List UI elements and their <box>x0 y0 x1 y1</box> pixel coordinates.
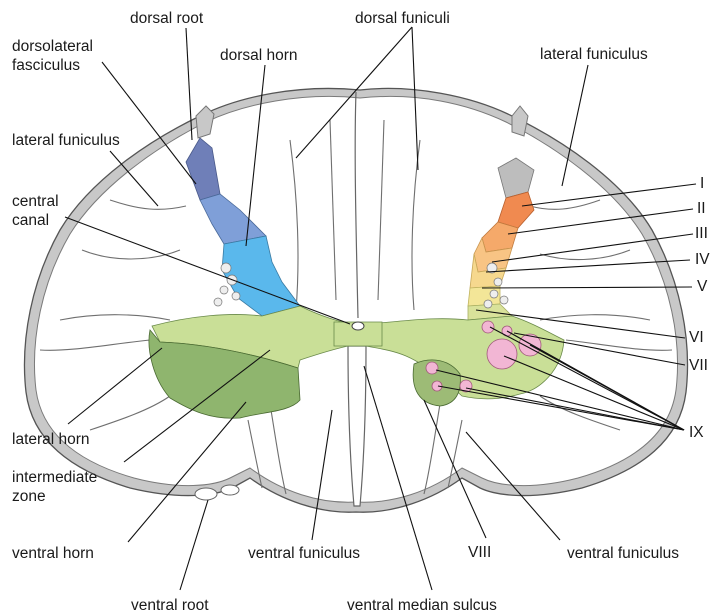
label-ventral-funiculus-left: ventral funiculus <box>248 545 360 562</box>
label-ventral-median-sulcus: ventral median sulcus <box>347 597 497 614</box>
label-dorsolateral-fasciculus-2: fasciculus <box>12 57 80 74</box>
label-lateral-funiculus-left: lateral funiculus <box>12 132 120 149</box>
label-ventral-funiculus-right: ventral funiculus <box>567 545 679 562</box>
label-dorsal-horn: dorsal horn <box>220 47 298 64</box>
label-lamina-VIII: VIII <box>468 544 491 561</box>
label-lamina-V: V <box>697 278 708 295</box>
label-lamina-VI: VI <box>689 329 704 346</box>
label-lateral-horn: lateral horn <box>12 431 90 448</box>
lamina-IX-pool <box>426 362 438 374</box>
label-ventral-root: ventral root <box>131 597 209 614</box>
label-lamina-IX: IX <box>689 424 704 441</box>
label-dorsolateral-fasciculus-1: dorsolateral <box>12 38 93 55</box>
label-intermediate-zone-2: zone <box>12 488 46 505</box>
label-ventral-horn: ventral horn <box>12 545 94 562</box>
label-dorsal-root: dorsal root <box>130 10 204 27</box>
lamina-IX-pool <box>482 321 494 333</box>
label-lateral-funiculus-right: lateral funiculus <box>540 46 648 63</box>
label-lamina-VII: VII <box>689 357 708 374</box>
label-lamina-II: II <box>697 200 706 217</box>
label-lamina-IV: IV <box>695 251 710 268</box>
label-lamina-III: III <box>695 225 708 242</box>
label-intermediate-zone-1: intermediate <box>12 469 97 486</box>
lamina-IX-pool <box>487 339 517 369</box>
central-canal <box>352 322 364 330</box>
label-dorsal-funiculi: dorsal funiculi <box>355 10 450 27</box>
label-lamina-I: I <box>700 175 704 192</box>
label-central-canal-2: canal <box>12 212 49 229</box>
label-central-canal-1: central <box>12 193 59 210</box>
